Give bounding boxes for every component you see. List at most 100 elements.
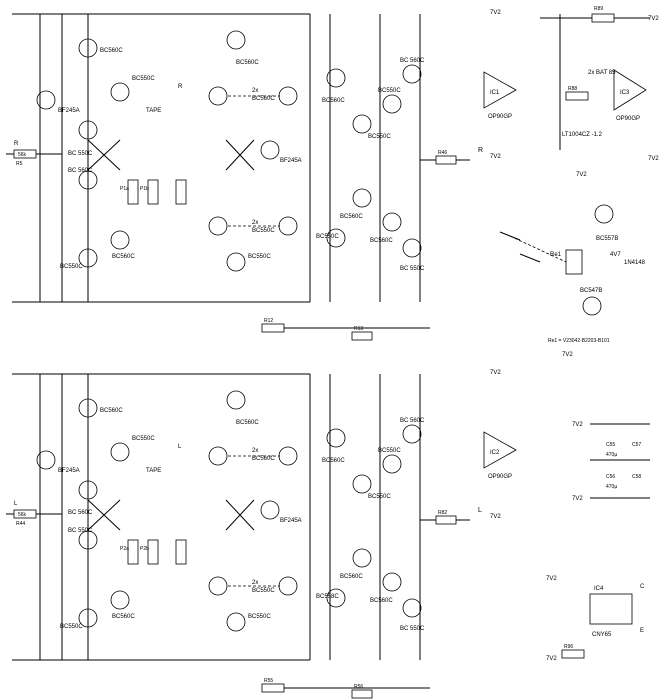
svg-text:BC 560C: BC 560C [68,168,93,174]
svg-text:BC550C: BC550C [60,624,83,630]
svg-text:BC560C: BC560C [252,96,275,102]
transistor-t37 [278,446,298,466]
svg-text:7V2: 7V2 [576,172,587,178]
svg-text:2x: 2x [252,448,258,454]
svg-text:C55: C55 [606,442,615,448]
transistor-t15: BC560C [226,30,259,66]
svg-text:7V2: 7V2 [546,656,557,662]
svg-text:P2b: P2b [140,546,149,552]
svg-text:56k: 56k [18,512,27,518]
svg-text:7V2: 7V2 [546,576,557,582]
transistor-t39b: BC558C [316,588,346,608]
tape-pin-l: L [178,444,182,450]
transistor-t25: BF245A [36,450,80,474]
transistor-t26: BC550C [60,608,98,630]
tape-label-l: TAPE [146,468,161,474]
transistor-t41: BC550C [378,448,402,474]
output-l-pin: L [478,507,482,514]
svg-text:BC560C: BC560C [112,614,135,620]
output-r-pin: R [478,147,483,154]
svg-text:P1b: P1b [140,186,149,192]
optocoupler-type: CNY65 [592,632,612,638]
transistor-t9: 2x BC550C [208,216,275,236]
lower-channel: L R44 56k BC560C BF245A BC 560C BC 550C … [6,370,517,699]
transistor-t40: BC560C [340,548,372,580]
svg-text:7V2: 7V2 [572,422,583,428]
transistor-t14: BF245A [260,140,302,164]
svg-text:7V2: 7V2 [648,156,659,162]
svg-text:IC2: IC2 [490,450,500,456]
svg-text:470µ: 470µ [606,484,617,490]
transistor-t20: BC550C [378,88,402,114]
svg-text:BC558C: BC558C [316,594,339,600]
svg-text:BC550C: BC550C [378,448,401,454]
transistor-t30: 2x BC560C [208,446,275,466]
svg-text:OP90GP: OP90GP [488,474,512,480]
svg-text:BC550C: BC550C [252,228,275,234]
transistor-t27: BC560C [78,398,123,418]
transistor-t19: BC560C [370,212,402,244]
svg-text:7V2: 7V2 [648,16,659,22]
transistor-t24: BC 550C [68,528,98,550]
transistor-t21: BC 560C [400,58,425,84]
svg-text:BC560C: BC560C [236,420,259,426]
svg-text:7V2: 7V2 [572,496,583,502]
transistor-t1: BC 550C [68,120,98,157]
transistor-t6: BC550C [60,248,98,270]
svg-text:OP90GP: OP90GP [616,116,640,122]
transistor-t46: BC547B [580,288,602,316]
svg-text:BC550C: BC550C [378,88,401,94]
svg-text:BC560C: BC560C [340,214,363,220]
transistor-t7: BF245A [36,90,80,114]
svg-text:BC550C: BC550C [368,494,391,500]
svg-text:BC550C: BC550C [60,264,83,270]
svg-text:C: C [640,584,645,590]
svg-text:P1a: P1a [120,186,129,192]
transistor-t42: BC 560C [400,418,425,444]
svg-text:7V2: 7V2 [562,352,573,358]
relay-ref: Re1 [550,252,562,258]
transistor-t23: BC 560C [68,480,98,516]
svg-text:BC 550C: BC 550C [400,626,425,632]
svg-text:56k: 56k [18,152,27,158]
svg-text:OP90GP: OP90GP [488,114,512,120]
transistor-t32 [278,576,298,596]
svg-text:BC560C: BC560C [252,456,275,462]
input-l-resistor: R44 [16,521,25,527]
transistor-t31: 2x BC550C [208,576,275,596]
transistor-t5: BC560C [78,38,123,58]
input-r-resistor: R5 [16,161,23,167]
svg-text:4V7: 4V7 [610,252,621,258]
svg-text:1N4148: 1N4148 [624,260,646,266]
svg-text:BC550C: BC550C [252,588,275,594]
transistor-t17: BC550C [352,114,391,140]
servo-block: R89 IC3 OP90GP 2x BAT 85 LT1004CZ -1.2 R… [540,6,659,162]
svg-text:BC547B: BC547B [580,288,602,294]
svg-text:BC550C: BC550C [248,254,271,260]
svg-text:R88: R88 [568,86,577,92]
transistor-t36: BC560C [226,390,259,426]
svg-text:470µ: 470µ [606,452,617,458]
tape-pin-r: R [178,84,183,90]
svg-text:7V2: 7V2 [490,514,501,520]
decoupling-block: 7V2 7V2 C55 470µ C56 470µ C57 C58 [572,422,650,502]
transistor-t3: BC550C [110,76,155,102]
transistor-t38: BF245A [260,500,302,524]
svg-text:7V2: 7V2 [490,154,501,160]
svg-text:BC550C: BC550C [316,234,339,240]
transistor-t39: BC550C [352,474,391,500]
transistor-t37b: BC560C [322,428,346,464]
svg-text:R13: R13 [354,326,363,332]
svg-text:2x: 2x [252,220,258,226]
svg-text:R55: R55 [264,678,273,684]
relay-block: 7V2 BC557B BC547B Re1 1N4148 4V7 Re1 = V… [499,172,646,358]
svg-text:BC550C: BC550C [132,436,155,442]
opamp-ic2: IC2 OP90GP [483,431,517,480]
svg-text:BC 550C: BC 550C [68,528,93,534]
svg-text:R12: R12 [264,318,273,324]
svg-text:BC550C: BC550C [248,614,271,620]
svg-text:2x: 2x [252,88,258,94]
transistor-t13: BC550C [226,252,271,272]
svg-text:BC 550C: BC 550C [400,266,425,272]
